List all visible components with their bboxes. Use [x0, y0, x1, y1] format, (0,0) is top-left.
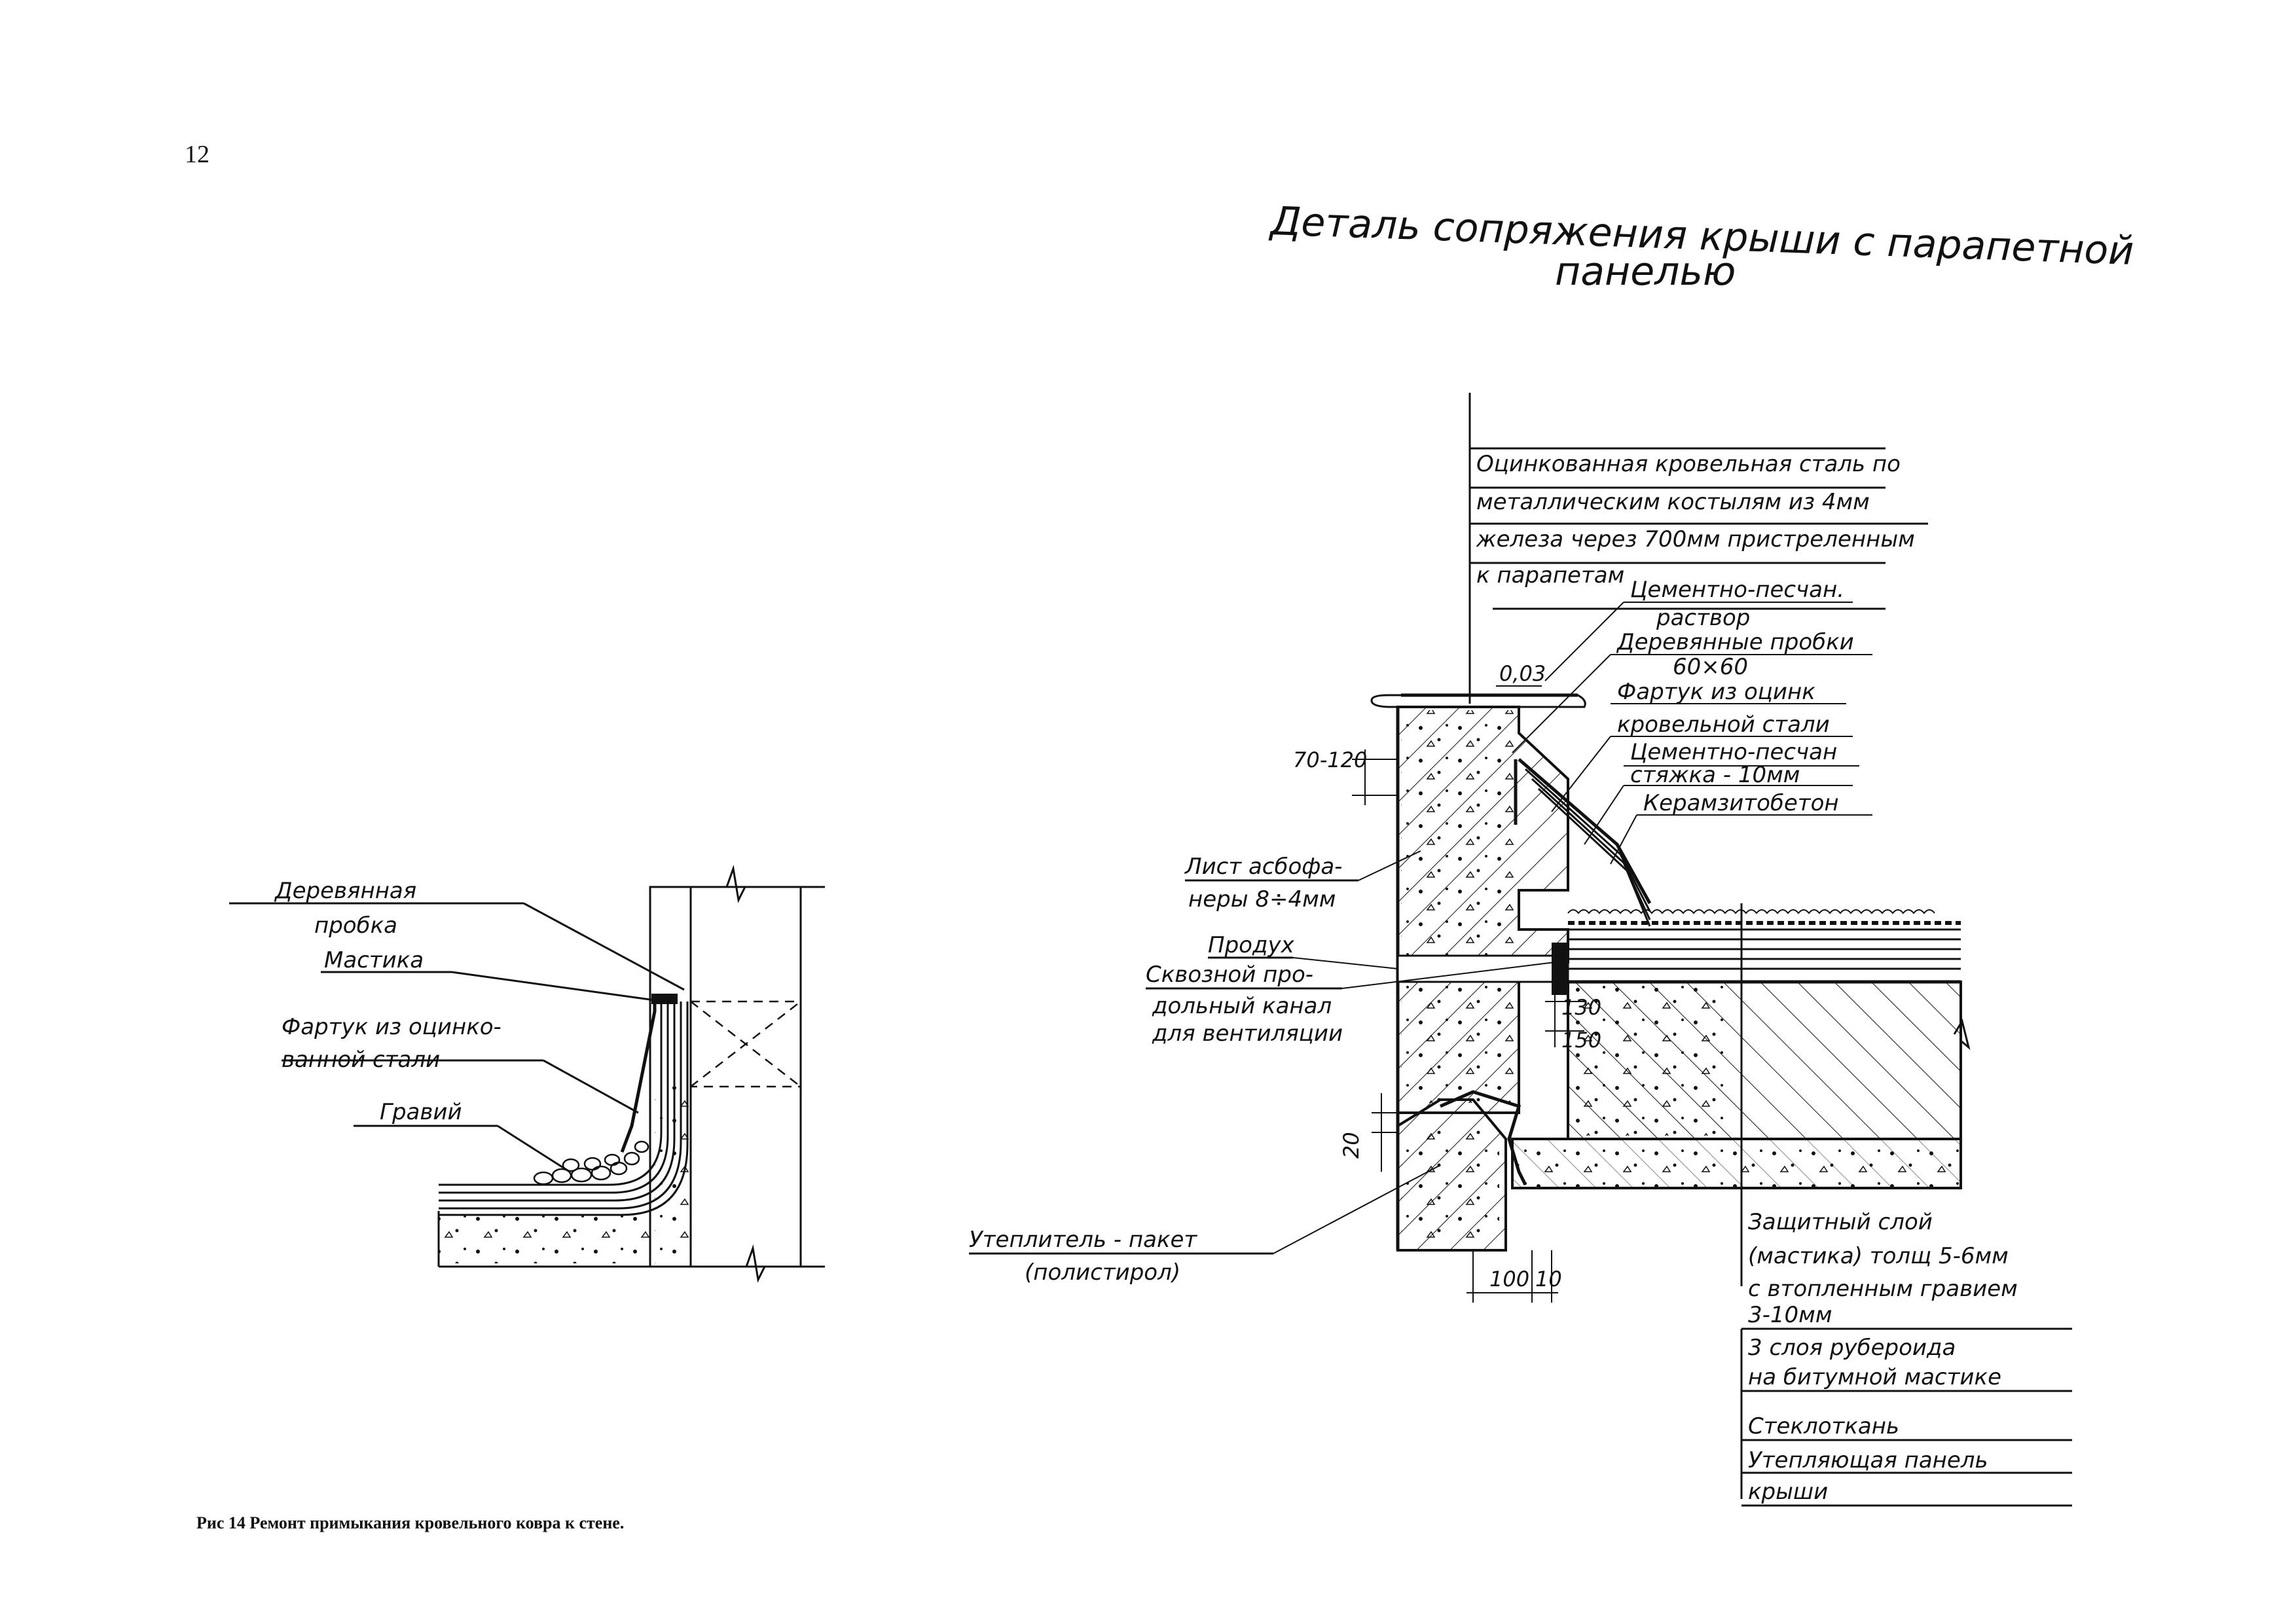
label-cement-mortar-1: Цементно-песчан. [1630, 577, 1844, 603]
dim-20: 20 [1339, 1132, 1364, 1159]
figure-caption: Рис 14 Ремонт примыкания кровельного ков… [196, 1513, 624, 1532]
label-ruberoid-1: 3 слоя рубероида [1748, 1335, 1956, 1361]
label-cement-mortar-2: раствор [1656, 605, 1750, 631]
label-channel-2: дольный канал [1152, 993, 1332, 1019]
label-gravel: Гравий [380, 1099, 462, 1125]
label-claydite: Керамзитобетон [1643, 790, 1839, 816]
dim-0-03: 0,03 [1499, 661, 1546, 686]
label-cement-screed-1: Цементно-песчан [1630, 739, 1837, 765]
label-protective-2: (мастика) толщ 5-6мм [1748, 1243, 2009, 1269]
label-insulation-2: (полистирол) [1025, 1259, 1180, 1286]
title-line-2: панелью [1555, 249, 1736, 295]
label-wood-plugs-1: Деревянные пробки [1616, 629, 1854, 655]
label-asbestos-1: Лист асбофа- [1184, 854, 1342, 880]
label-wood-plug-2: пробка [314, 912, 397, 939]
label-mastic: Мастика [324, 947, 424, 973]
label-channel-1: Сквозной про- [1146, 962, 1313, 988]
dim-70-120: 70-120 [1293, 748, 1367, 772]
label-galv-steel-2: металлическим костылям из 4мм [1476, 489, 1870, 515]
label-apron-2: ванной стали [282, 1047, 440, 1073]
label-galv-steel-3: железа через 700мм пристреленным [1476, 526, 1915, 552]
label-cement-screed-2: стяжка - 10мм [1630, 762, 1800, 788]
label-roof-panel-2: крыши [1748, 1479, 1828, 1505]
label-fiberglass: Стеклоткань [1748, 1413, 1899, 1439]
label-galv-steel-4: к парапетам [1476, 562, 1624, 588]
label-apron-galv-1: Фартук из оцинк [1617, 679, 1815, 705]
label-ruberoid-2: на битумной мастике [1748, 1364, 2001, 1390]
label-asbestos-2: неры 8÷4мм [1188, 886, 1336, 912]
dim-130: 130 [1561, 995, 1601, 1020]
label-wood-plugs-2: 60×60 [1673, 654, 1748, 680]
label-protective-1: Защитный слой [1748, 1209, 1933, 1235]
right-detail: Оцинкованная кровельная сталь по металли… [969, 393, 2072, 1507]
label-channel-3: для вентиляции [1152, 1020, 1343, 1047]
label-apron-1: Фартук из оцинко- [282, 1014, 501, 1040]
label-apron-galv-2: кровельной стали [1617, 712, 1830, 738]
label-galv-steel-1: Оцинкованная кровельная сталь по [1476, 451, 1901, 477]
left-detail: Деревянная пробка Мастика Фартук из оцин… [229, 865, 825, 1283]
dim-10: 10 [1535, 1267, 1562, 1291]
label-wood-plug-1: Деревянная [274, 878, 416, 904]
label-vent: Продух [1208, 932, 1295, 958]
label-roof-panel-1: Утепляющая панель [1748, 1447, 1988, 1473]
dim-150: 150 [1561, 1028, 1601, 1053]
label-insulation-1: Утеплитель - пакет [969, 1227, 1197, 1253]
label-protective-4: 3-10мм [1748, 1302, 1832, 1328]
page-number: 12 [185, 141, 210, 168]
label-protective-3: с втопленным гравием [1748, 1276, 2018, 1302]
dim-100: 100 [1489, 1267, 1529, 1291]
